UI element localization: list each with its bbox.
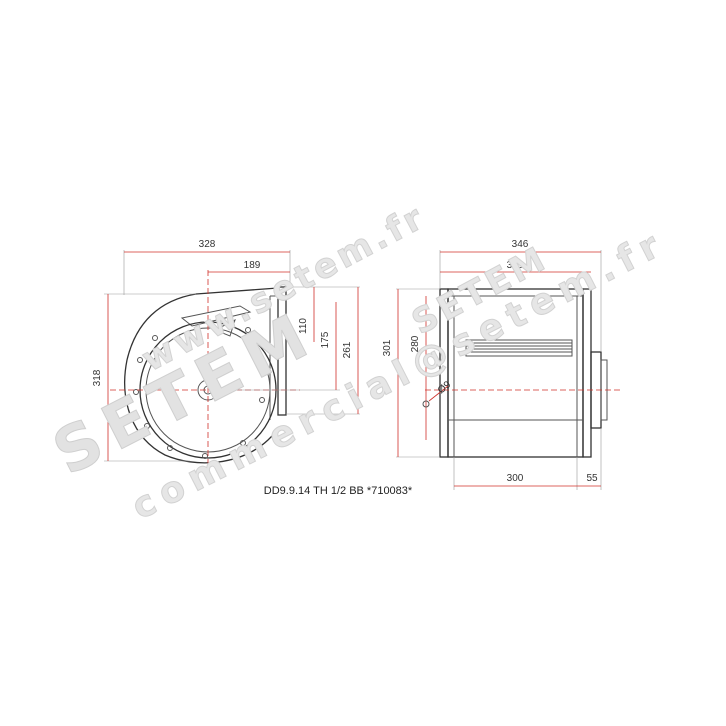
impeller-blades <box>465 339 573 357</box>
mounting-holes <box>133 327 265 459</box>
dim-front-height: 318 <box>92 369 103 386</box>
model-caption: DD9.9.14 TH 1/2 BB *710083* <box>264 485 413 497</box>
dim-motor-depth: 55 <box>586 473 598 484</box>
dim-side-height-280: 280 <box>410 335 421 352</box>
dim-front-width: 328 <box>199 239 216 250</box>
scroll-housing-outline <box>124 287 279 464</box>
side-view: 346 325 301 280 Ø9 300 55 <box>382 239 620 490</box>
dim-outlet-110: 110 <box>298 318 309 334</box>
direction-arrow <box>213 319 236 337</box>
housing-body <box>447 288 584 458</box>
dim-side-width-body: 325 <box>507 260 524 271</box>
outlet-flange <box>277 286 287 416</box>
dim-side-height-301: 301 <box>382 339 393 356</box>
dim-side-width-total: 346 <box>512 239 529 250</box>
watermark-layer: SETEM www.setem.fr commercial@setem.fr S… <box>41 196 673 529</box>
dim-inlet-offset: 189 <box>244 260 261 271</box>
dim-outlet-175: 175 <box>320 331 331 348</box>
dim-outlet-261: 261 <box>342 341 353 358</box>
dim-side-base-width: 300 <box>507 473 524 484</box>
side-flange-right <box>582 288 592 458</box>
front-view: 328 189 318 110 175 261 <box>92 239 360 470</box>
housing-slot <box>180 305 252 327</box>
mounting-hole-9 <box>422 400 430 408</box>
